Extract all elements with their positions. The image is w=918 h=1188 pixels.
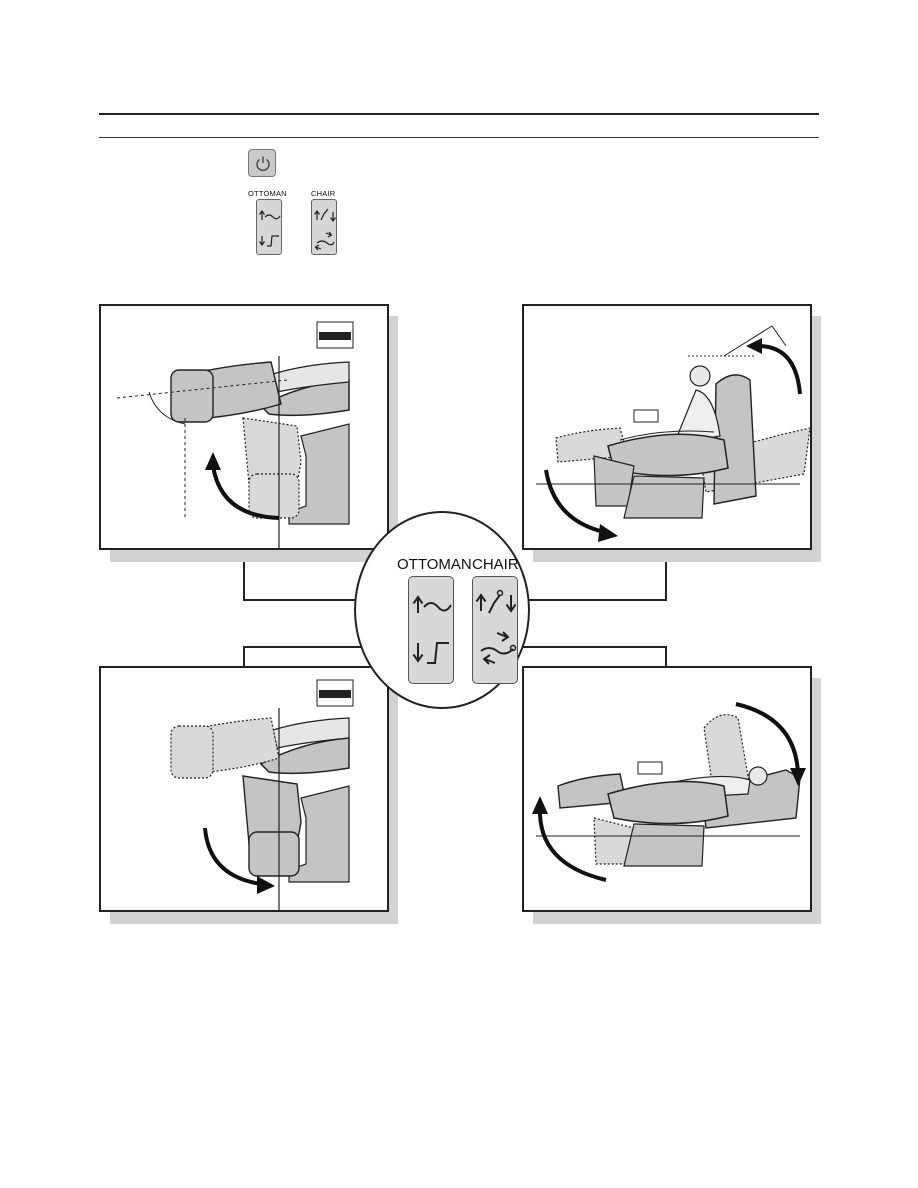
chair-return-icon [481, 632, 516, 664]
ottoman-small-icons [257, 200, 283, 256]
chair-recline-illustration [524, 306, 812, 550]
chair-large-label: CHAIR [472, 556, 519, 573]
ottoman-up-illustration [101, 306, 389, 550]
power-icon [249, 150, 277, 178]
chair-large-icons [473, 577, 519, 685]
ottoman-large-button[interactable] [408, 576, 454, 684]
chair-small-button[interactable] [311, 199, 337, 255]
panel-chair-return [522, 666, 812, 912]
chair-large-button[interactable] [472, 576, 518, 684]
ottoman-down-icon [414, 643, 450, 663]
chair-recline-icon [477, 591, 516, 614]
panel-ottoman-down [99, 666, 389, 912]
panel-chair-recline [522, 304, 812, 550]
chair-small-icons [312, 200, 338, 256]
ottoman-small-label: OTTOMAN [248, 189, 287, 198]
chair-return-illustration [524, 668, 812, 912]
panel-ottoman-up [99, 304, 389, 550]
ottoman-down-illustration [101, 668, 389, 912]
ottoman-small-button[interactable] [256, 199, 282, 255]
ottoman-large-icons [409, 577, 455, 685]
power-button[interactable] [248, 149, 276, 177]
header-rule-top [99, 113, 819, 115]
chair-small-label: CHAIR [311, 189, 335, 198]
connector-bottom-right [498, 646, 667, 667]
header-rule-bottom [99, 137, 819, 138]
ottoman-large-label: OTTOMAN [397, 556, 472, 573]
ottoman-up-icon [414, 597, 452, 613]
